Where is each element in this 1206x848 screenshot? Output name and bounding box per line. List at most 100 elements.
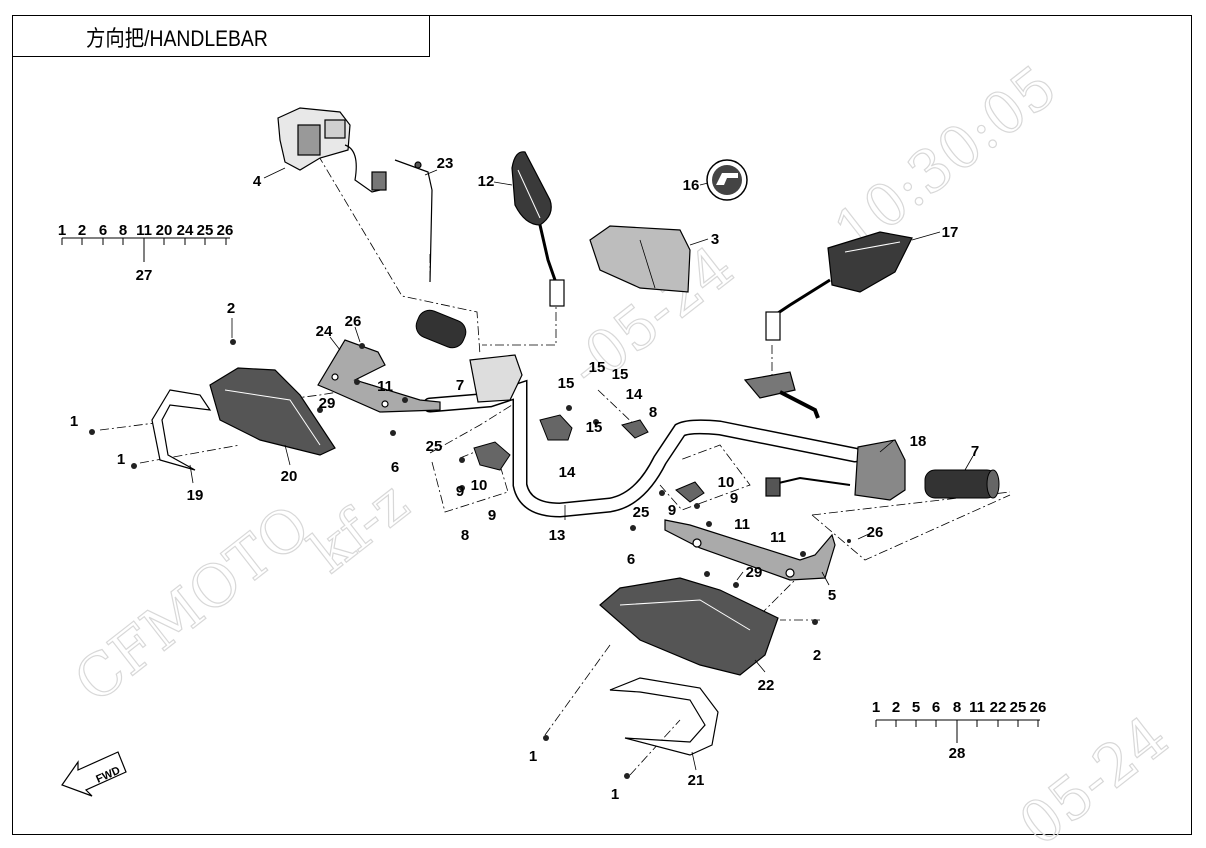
- callout-22: 22: [758, 677, 775, 694]
- diagram-frame: [12, 15, 1192, 835]
- kit-27-part-1: 1: [58, 222, 66, 239]
- assembly-lines: [99, 154, 1011, 776]
- callout-26-right: 26: [867, 524, 884, 541]
- kit-28-part-22: 22: [990, 699, 1007, 716]
- deflector-right-part-21: [609, 677, 719, 756]
- callout-4: 4: [253, 173, 262, 190]
- kit-28-parts-group: 1 2 5 6 8 11 22 25 26 28: [872, 699, 1047, 762]
- watermark-corner: 05-24: [1007, 703, 1181, 848]
- kit-27-part-11: 11: [136, 222, 152, 239]
- callout-9-b: 9: [488, 507, 496, 524]
- callout-8-right: 8: [649, 404, 657, 421]
- kit-28-part-5: 5: [912, 699, 920, 716]
- callout-15-d: 15: [586, 419, 603, 436]
- callout-11-right: 11: [734, 516, 750, 533]
- callout-6-left: 6: [391, 459, 399, 476]
- callout-17: 17: [942, 224, 959, 241]
- handguard-left-part-20: [209, 367, 336, 456]
- kit-27-part-26: 26: [217, 222, 234, 239]
- callout-10-right: 10: [718, 474, 735, 491]
- callout-21: 21: [688, 772, 705, 789]
- callout-7-right: 7: [971, 443, 979, 460]
- grip-right-part-7: [924, 469, 1000, 499]
- callout-23: 23: [437, 155, 454, 172]
- kit-27-number: 27: [136, 267, 153, 284]
- callout-1-a: 1: [70, 413, 78, 430]
- master-cylinder: [469, 354, 523, 403]
- grip-left-part-7: [415, 309, 467, 349]
- kit-27-part-2: 2: [78, 222, 86, 239]
- watermark: CFMOTO kf-z -05-24 10:30:05 05-24: [61, 51, 1181, 848]
- kit-27-part-8: 8: [119, 222, 127, 239]
- mirror-right-part-17: [765, 231, 913, 341]
- leader-lines: [189, 167, 974, 771]
- handlebar-part-13: [422, 379, 863, 518]
- kit-27-parts-group: 1 2 6 8 11 20 24 25 26 27: [58, 222, 234, 284]
- kit-28-part-1: 1: [872, 699, 880, 716]
- callout-10-left: 10: [471, 477, 488, 494]
- mirror-left-part-12: [511, 151, 565, 307]
- kit-28-part-25: 25: [1010, 699, 1027, 716]
- fwd-arrow-icon: FWD: [61, 751, 127, 797]
- callout-2-left: 2: [227, 300, 235, 317]
- callout-11-left: 11: [377, 378, 393, 395]
- callout-15-a: 15: [558, 375, 575, 392]
- switch-housing-part-18: [765, 439, 906, 501]
- kit-28-number: 28: [949, 745, 966, 762]
- kit-28-part-6: 6: [932, 699, 940, 716]
- callout-2-right: 2: [813, 647, 821, 664]
- handguard-right-part-22: [599, 577, 779, 676]
- callout-14-lower: 14: [559, 464, 576, 481]
- callout-13: 13: [549, 527, 566, 544]
- callout-26-left: 26: [345, 313, 362, 330]
- callout-1-b: 1: [117, 451, 125, 468]
- callout-11-lower: 11: [770, 529, 786, 546]
- clamp-lower-part-10: [473, 441, 705, 503]
- callout-1-d: 1: [611, 786, 619, 803]
- callout-labels: 4 23 12 16 3 17 2 24 26 11 7 1 29 25 1 6…: [70, 155, 979, 803]
- callout-12: 12: [478, 173, 495, 190]
- handguard-bracket-left-part-24: [317, 339, 441, 413]
- callout-20: 20: [281, 468, 298, 485]
- kit-27-part-6: 6: [99, 222, 107, 239]
- callout-25-left: 25: [426, 438, 443, 455]
- throttle-assembly-part-4: [277, 107, 433, 283]
- callout-19: 19: [187, 487, 204, 504]
- callout-16: 16: [683, 177, 700, 194]
- right-lever-assembly: [743, 371, 820, 419]
- watermark-brand: CFMOTO: [62, 491, 323, 716]
- handguard-bracket-right-part-5: [664, 519, 836, 581]
- watermark-code: kf-z: [297, 468, 421, 586]
- title-box: [12, 15, 430, 57]
- kit-27-part-24: 24: [177, 222, 194, 239]
- callout-9-c: 9: [730, 490, 738, 507]
- callout-18: 18: [910, 433, 927, 450]
- clamp-upper-part-14: [539, 414, 649, 441]
- callout-7-left: 7: [456, 377, 464, 394]
- bolts: [89, 339, 851, 779]
- callout-25-right: 25: [633, 504, 650, 521]
- callout-9-a: 9: [456, 483, 464, 500]
- kit-28-part-26: 26: [1030, 699, 1047, 716]
- callout-5: 5: [828, 587, 836, 604]
- kit-28-part-8: 8: [953, 699, 961, 716]
- page-title: 方向把/HANDLEBAR: [86, 26, 268, 51]
- callout-15-b: 15: [589, 359, 606, 376]
- kit-28-part-11: 11: [969, 699, 985, 716]
- callout-14-upper: 14: [626, 386, 643, 403]
- callout-3: 3: [711, 231, 719, 248]
- callout-15-c: 15: [612, 366, 629, 383]
- cap-part-16: [706, 159, 748, 201]
- callout-29-right: 29: [746, 564, 763, 581]
- callout-29-left: 29: [319, 395, 336, 412]
- callout-9-d: 9: [668, 502, 676, 519]
- callout-1-c: 1: [529, 748, 537, 765]
- callout-8-left: 8: [461, 527, 469, 544]
- callout-6-right: 6: [627, 551, 635, 568]
- kit-27-part-20: 20: [156, 222, 173, 239]
- handlebar-pad-part-3: [589, 225, 691, 293]
- callout-24: 24: [316, 323, 333, 340]
- kit-28-part-2: 2: [892, 699, 900, 716]
- kit-27-part-25: 25: [197, 222, 214, 239]
